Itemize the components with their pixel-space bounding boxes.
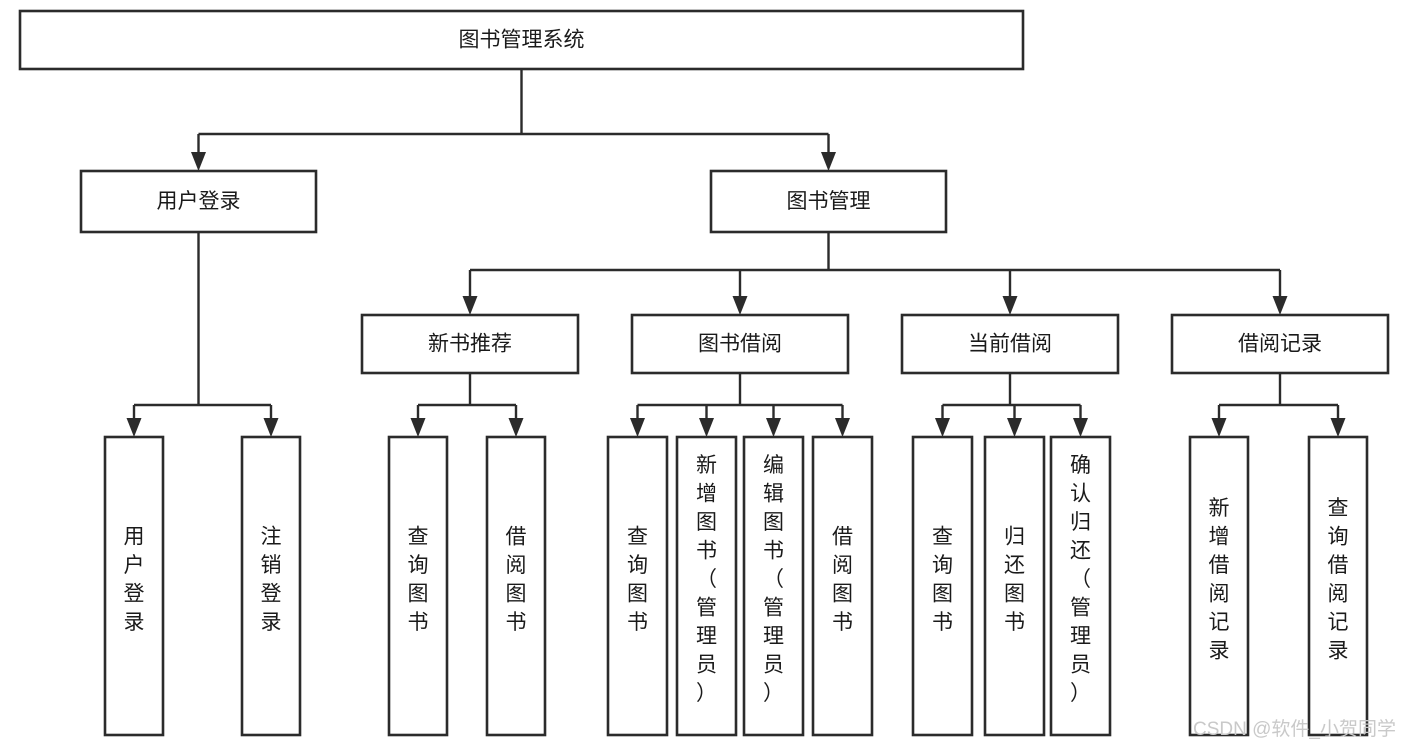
node-label-cb-return-book: 归还图书 — [1004, 525, 1025, 634]
node-box-book-borrow — [630, 313, 850, 375]
node-box-user-login-do — [103, 435, 165, 737]
node-box-root — [18, 9, 1025, 71]
node-label-book-manage: 图书管理 — [787, 190, 871, 213]
node-label-current-borrow: 当前借阅 — [968, 333, 1052, 356]
node-box-bb-add-book — [675, 435, 738, 737]
node-cb-query-book[interactable]: 查询图书 — [911, 435, 974, 737]
node-box-borrow-record — [1170, 313, 1390, 375]
node-label-bb-borrow-book: 借阅图书 — [832, 525, 853, 634]
node-label-borrow-record: 借阅记录 — [1238, 333, 1322, 356]
node-root[interactable]: 图书管理系统 — [18, 9, 1025, 71]
arrow-grp3-0 — [1211, 418, 1227, 437]
node-bb-query-book[interactable]: 查询图书 — [606, 435, 669, 737]
node-bb-borrow-book[interactable]: 借阅图书 — [811, 435, 874, 737]
node-box-nbr-query-book — [387, 435, 449, 737]
arrow-root-0 — [191, 152, 206, 171]
node-br-add-record[interactable]: 新增借阅记录 — [1188, 435, 1250, 737]
arrow-grp2-2 — [1073, 418, 1088, 437]
arrow-grp1-2 — [766, 418, 781, 437]
arrow-root-1 — [821, 152, 836, 171]
arrow-grp1-1 — [699, 418, 714, 437]
node-label-br-add-record: 新增借阅记录 — [1209, 497, 1230, 663]
node-box-user-logout — [240, 435, 302, 737]
node-box-bb-borrow-book — [811, 435, 874, 737]
node-box-br-add-record — [1188, 435, 1250, 737]
node-box-current-borrow — [900, 313, 1120, 375]
node-borrow-record[interactable]: 借阅记录 — [1170, 313, 1390, 375]
node-box-br-query-record — [1307, 435, 1369, 737]
node-label-bb-query-book: 查询图书 — [627, 525, 648, 634]
node-label-user-login-do: 用户登录 — [124, 525, 145, 634]
node-box-cb-confirm-return — [1049, 435, 1112, 737]
node-new-book-recommend[interactable]: 新书推荐 — [360, 313, 580, 375]
arrow-grp0-1 — [508, 418, 524, 437]
node-user-logout[interactable]: 注销登录 — [240, 435, 302, 737]
node-br-query-record[interactable]: 查询借阅记录 — [1307, 435, 1369, 737]
node-box-cb-query-book — [911, 435, 974, 737]
node-label-user-login: 用户登录 — [157, 190, 241, 213]
node-box-nbr-borrow-book — [485, 435, 547, 737]
node-book-borrow[interactable]: 图书借阅 — [630, 313, 850, 375]
node-label-book-borrow: 图书借阅 — [698, 333, 782, 356]
arrow-grp2-0 — [935, 418, 950, 437]
arrow-book-manage-3 — [1272, 296, 1288, 315]
arrow-book-manage-2 — [1002, 296, 1018, 315]
node-nbr-borrow-book[interactable]: 借阅图书 — [485, 435, 547, 737]
node-label-user-logout: 注销登录 — [261, 525, 282, 634]
node-label-cb-query-book: 查询图书 — [932, 525, 953, 634]
node-box-cb-return-book — [983, 435, 1046, 737]
node-label-br-query-record: 查询借阅记录 — [1328, 497, 1349, 663]
node-current-borrow[interactable]: 当前借阅 — [900, 313, 1120, 375]
arrow-user-login-0 — [126, 418, 142, 437]
node-box-bb-edit-book — [742, 435, 805, 737]
node-label-root: 图书管理系统 — [459, 29, 585, 52]
node-label-bb-add-book: 新增图书（管理员） — [696, 454, 717, 705]
node-book-manage[interactable]: 图书管理 — [709, 169, 948, 234]
node-user-login[interactable]: 用户登录 — [79, 169, 318, 234]
node-box-new-book-recommend — [360, 313, 580, 375]
arrow-grp1-3 — [835, 418, 850, 437]
arrow-grp1-0 — [630, 418, 645, 437]
node-box-book-manage — [709, 169, 948, 234]
node-box-user-login — [79, 169, 318, 234]
node-bb-add-book[interactable]: 新增图书（管理员） — [675, 435, 738, 737]
arrow-book-manage-0 — [462, 296, 478, 315]
node-box-bb-query-book — [606, 435, 669, 737]
node-label-cb-confirm-return: 确认归还（管理员） — [1070, 454, 1091, 705]
node-label-nbr-query-book: 查询图书 — [408, 525, 429, 634]
arrow-grp3-1 — [1330, 418, 1346, 437]
arrow-book-manage-1 — [732, 296, 748, 315]
node-nbr-query-book[interactable]: 查询图书 — [387, 435, 449, 737]
arrow-user-login-1 — [263, 418, 279, 437]
node-bb-edit-book[interactable]: 编辑图书（管理员） — [742, 435, 805, 737]
node-label-bb-edit-book: 编辑图书（管理员） — [763, 454, 784, 705]
node-user-login-do[interactable]: 用户登录 — [103, 435, 165, 737]
connector-layer — [126, 69, 1346, 437]
node-cb-return-book[interactable]: 归还图书 — [983, 435, 1046, 737]
arrow-grp2-1 — [1007, 418, 1022, 437]
csdn-watermark: CSDN @软件_小贺同学 — [1193, 718, 1396, 740]
node-layer: 图书管理系统用户登录用户登录注销登录图书管理新书推荐查询图书借阅图书图书借阅查询… — [18, 9, 1390, 737]
arrow-grp0-0 — [410, 418, 426, 437]
node-cb-confirm-return[interactable]: 确认归还（管理员） — [1049, 435, 1112, 737]
node-label-nbr-borrow-book: 借阅图书 — [506, 525, 527, 634]
node-label-new-book-recommend: 新书推荐 — [428, 333, 512, 356]
